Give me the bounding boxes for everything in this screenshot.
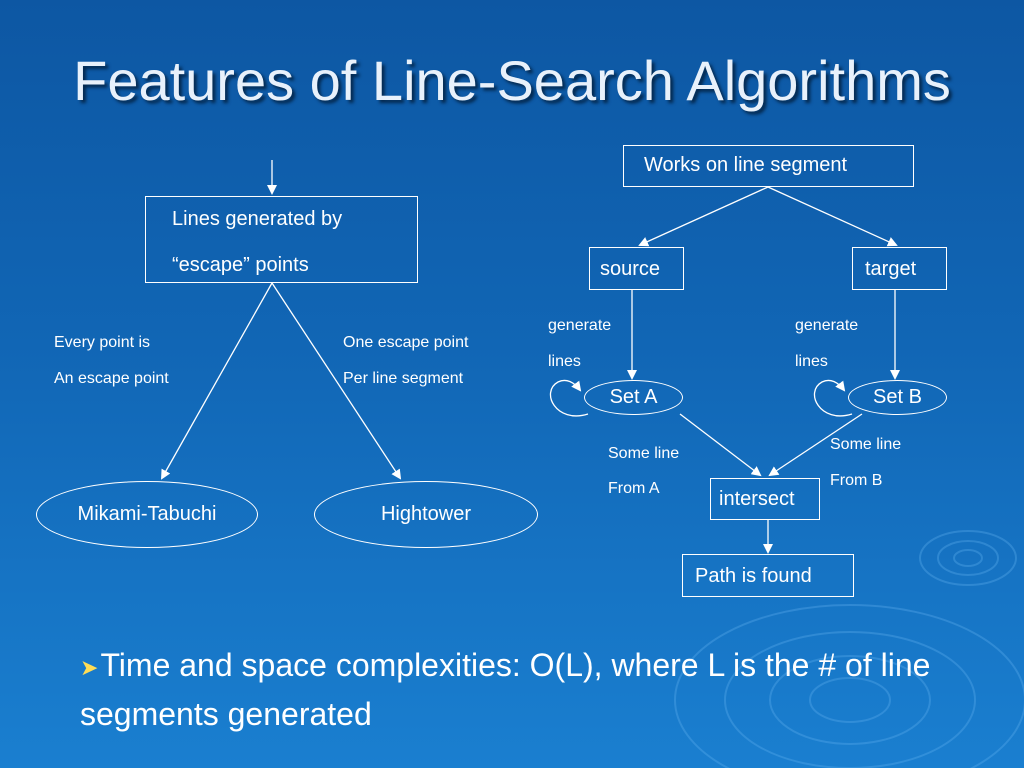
edge-set-b-to-intersect (768, 413, 863, 477)
node-target: target (852, 247, 947, 290)
edge-label-line-1: Every point is (54, 334, 151, 351)
node-mikami-tabuchi: Mikami-Tabuchi (36, 481, 258, 548)
edge-label-line-2: An escape point (54, 370, 169, 387)
edge-label-line-2: Per line segment (343, 370, 464, 387)
edge-label-one-escape-point: One escape point Per line segment (343, 334, 468, 388)
node-text-line-1: Lines generated by (172, 208, 343, 230)
node-label: Path is found (695, 565, 812, 587)
edge-label-line-2: From A (608, 480, 660, 497)
node-label: Set A (609, 386, 658, 408)
node-label: intersect (719, 488, 795, 510)
edge-to-source (638, 186, 769, 247)
node-lines-generated-by-escape-points: Lines generated by “escape” points (145, 196, 418, 283)
edge-label-every-point: Every point is An escape point (54, 334, 169, 388)
edge-to-hightower (271, 282, 402, 480)
edge-label-line-1: generate (795, 317, 859, 334)
self-loop-set-a (549, 379, 589, 417)
node-label: Hightower (380, 503, 472, 525)
node-label: Set B (873, 386, 922, 408)
node-label: source (600, 258, 661, 280)
edge-label-generate-lines-b: generate lines (795, 317, 858, 371)
node-source: source (589, 247, 684, 290)
node-intersect: intersect (710, 478, 820, 520)
self-loop-set-b (813, 379, 853, 417)
edge-label-line-1: One escape point (343, 334, 469, 351)
node-hightower: Hightower (314, 481, 538, 548)
edge-to-mikami-tabuchi (161, 282, 273, 480)
node-label: Works on line segment (644, 154, 848, 176)
node-works-on-line-segment: Works on line segment (623, 145, 914, 187)
edge-label-line-1: generate (548, 317, 612, 334)
node-label: target (865, 258, 917, 280)
edge-label-line-2: lines (548, 353, 581, 370)
bullet-text: Time and space complexities: O(L), where… (80, 647, 931, 732)
edge-set-a-to-intersect (679, 413, 762, 477)
bullet-arrow-icon: ➤ (80, 654, 99, 680)
node-path-is-found: Path is found (682, 554, 854, 597)
edge-label-some-line-from-a: Some line From A (608, 445, 679, 498)
edge-label-some-line-from-b: Some line From B (830, 436, 901, 490)
edge-label-generate-lines-a: generate lines (548, 317, 611, 371)
edge-label-line-2: From B (830, 472, 883, 489)
node-set-a: Set A (584, 380, 683, 415)
edge-label-line-1: Some line (608, 445, 680, 462)
node-label: Mikami-Tabuchi (77, 503, 217, 525)
edge-label-line-1: Some line (830, 436, 902, 453)
edge-to-target (767, 186, 898, 247)
bullet-point: ➤Time and space complexities: O(L), wher… (80, 642, 980, 737)
node-set-b: Set B (848, 380, 947, 415)
slide-title: Features of Line-Search Algorithms (73, 49, 951, 112)
edge-label-line-2: lines (795, 353, 828, 370)
node-text-line-2: “escape” points (172, 254, 309, 276)
